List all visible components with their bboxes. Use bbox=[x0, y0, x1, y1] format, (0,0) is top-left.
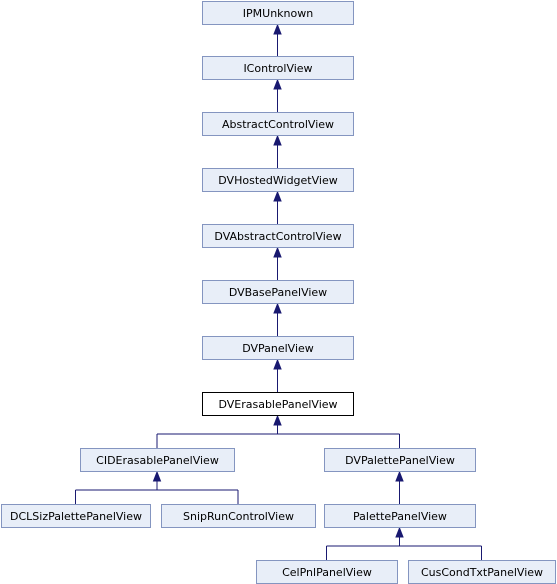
edge-group-ipmunknown bbox=[273, 23, 282, 56]
edge-group-dvpalettepanelview bbox=[395, 470, 404, 504]
class-node-ipmunknown[interactable]: IPMUnknown bbox=[202, 1, 354, 25]
class-node-celpnlpanelview[interactable]: CelPnlPanelView bbox=[256, 560, 398, 584]
class-node-box bbox=[202, 1, 354, 25]
class-node-dverasablepanelview: DVErasablePanelView bbox=[202, 392, 354, 416]
edge-group-ciderasablepanelview bbox=[75, 470, 239, 504]
class-node-box bbox=[202, 56, 354, 80]
class-node-dclsizpalettepanelview[interactable]: DCLSizPalettePanelView bbox=[1, 504, 151, 528]
arrowhead-icontrolview bbox=[273, 78, 282, 90]
class-node-box bbox=[80, 448, 235, 472]
edge-group-dvbasepanelview bbox=[273, 302, 282, 336]
class-node-box bbox=[324, 448, 476, 472]
class-node-box bbox=[202, 112, 354, 136]
class-node-box bbox=[324, 504, 476, 528]
edge-group-palettepanelview bbox=[326, 526, 482, 560]
class-node-ciderasablepanelview[interactable]: CIDErasablePanelView bbox=[80, 448, 235, 472]
class-node-box bbox=[202, 224, 354, 248]
class-node-label: DVAbstractControlView bbox=[214, 230, 341, 243]
class-node-dvabstractcontrolview[interactable]: DVAbstractControlView bbox=[202, 224, 354, 248]
class-node-label: CusCondTxtPanelView bbox=[421, 566, 543, 579]
arrowhead-ciderasablepanelview bbox=[152, 470, 162, 482]
class-node-box bbox=[1, 504, 151, 528]
edge-group-icontrolview bbox=[273, 78, 282, 112]
class-node-icontrolview[interactable]: IControlView bbox=[202, 56, 354, 80]
class-node-box bbox=[202, 392, 354, 416]
class-node-label: CIDErasablePanelView bbox=[96, 454, 219, 467]
class-node-label: IPMUnknown bbox=[243, 7, 313, 20]
class-node-label: DVPalettePanelView bbox=[345, 454, 455, 467]
class-node-label: DCLSizPalettePanelView bbox=[10, 510, 142, 523]
class-node-box bbox=[202, 280, 354, 304]
class-node-box bbox=[202, 336, 354, 360]
class-node-label: AbstractControlView bbox=[222, 118, 334, 131]
class-node-palettepanelview[interactable]: PalettePanelView bbox=[324, 504, 476, 528]
arrowhead-dverasablepanelview bbox=[273, 414, 282, 426]
class-node-label: DVBasePanelView bbox=[229, 286, 327, 299]
class-node-label: DVPanelView bbox=[242, 342, 314, 355]
arrowhead-dvbasepanelview bbox=[273, 302, 282, 314]
class-node-dvbasepanelview[interactable]: DVBasePanelView bbox=[202, 280, 354, 304]
class-node-cuscondtxtpanelview[interactable]: CusCondTxtPanelView bbox=[408, 560, 556, 584]
edge-group-abstractcontrolview bbox=[273, 134, 282, 168]
class-node-abstractcontrolview[interactable]: AbstractControlView bbox=[202, 112, 354, 136]
arrowhead-dvabstractcontrolview bbox=[273, 246, 282, 258]
edge-group-dvpanelview bbox=[273, 358, 282, 392]
arrowhead-abstractcontrolview bbox=[273, 134, 282, 146]
edges-layer bbox=[75, 23, 482, 560]
class-node-dvpanelview[interactable]: DVPanelView bbox=[202, 336, 354, 360]
edge-group-dverasablepanelview bbox=[156, 414, 400, 448]
edge-group-dvabstractcontrolview bbox=[273, 246, 282, 280]
arrowhead-palettepanelview bbox=[395, 526, 404, 538]
class-node-label: CelPnlPanelView bbox=[282, 566, 372, 579]
class-node-sniprunc_controlview[interactable]: SnipRunControlView bbox=[161, 504, 316, 528]
arrowhead-ipmunknown bbox=[273, 23, 282, 35]
class-node-dvhostedwidgetview[interactable]: DVHostedWidgetView bbox=[202, 168, 354, 192]
class-node-label: IControlView bbox=[243, 62, 312, 75]
class-node-label: DVHostedWidgetView bbox=[218, 174, 337, 187]
arrowhead-dvpanelview bbox=[273, 358, 282, 370]
class-node-box bbox=[202, 168, 354, 192]
arrowhead-dvpalettepanelview bbox=[395, 470, 404, 482]
edge-group-dvhostedwidgetview bbox=[273, 190, 282, 224]
class-node-box bbox=[161, 504, 316, 528]
class-node-label: PalettePanelView bbox=[353, 510, 447, 523]
arrowhead-dvhostedwidgetview bbox=[273, 190, 282, 202]
class-node-label: SnipRunControlView bbox=[183, 510, 294, 523]
class-node-dvpalettepanelview[interactable]: DVPalettePanelView bbox=[324, 448, 476, 472]
class-node-label: DVErasablePanelView bbox=[218, 398, 337, 411]
